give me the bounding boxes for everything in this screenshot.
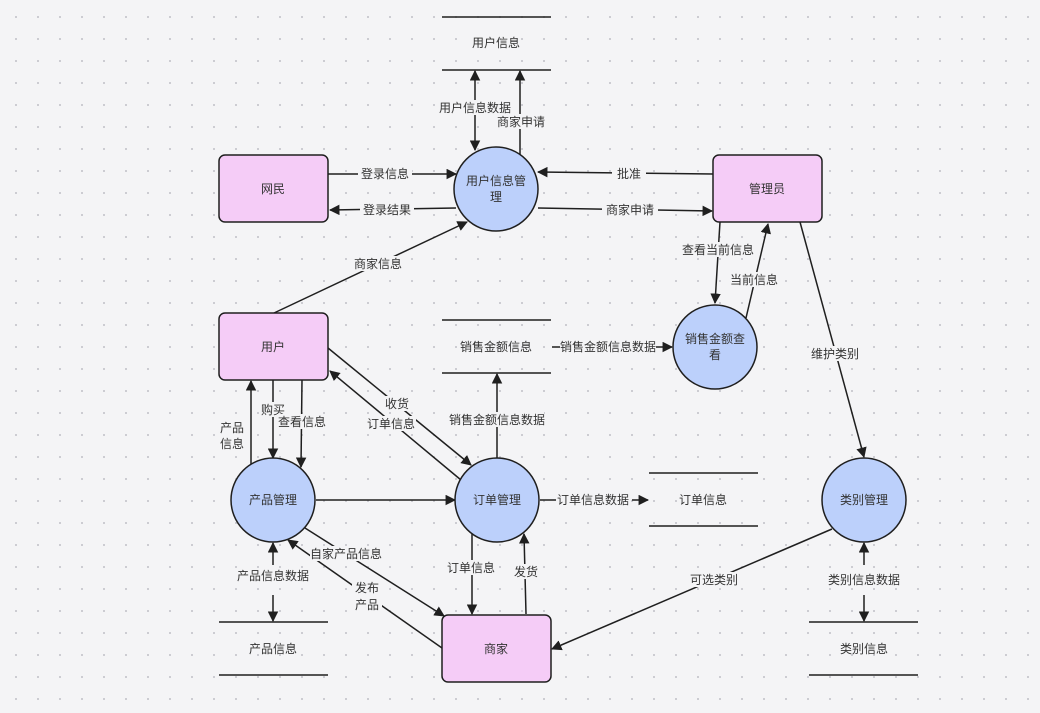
store-product-info-label: 产品信息 bbox=[249, 641, 297, 656]
entity-admin[interactable]: 管理员 bbox=[712, 154, 823, 223]
store-sales-info-label: 销售金额信息 bbox=[460, 339, 532, 354]
label-ship: 发货 bbox=[514, 564, 538, 579]
label-order-info-data: 订单信息数据 bbox=[557, 492, 629, 507]
edge-current-info bbox=[745, 222, 771, 319]
entity-user[interactable]: 用户 bbox=[218, 312, 329, 381]
process-user-info-mgmt[interactable]: 用户信息管 理 bbox=[453, 146, 539, 232]
label-product-info-line1: 产品 bbox=[220, 421, 244, 435]
label-login-result: 登录结果 bbox=[363, 202, 411, 217]
label-view-info: 查看信息 bbox=[278, 414, 326, 429]
entity-netizen-label: 网民 bbox=[261, 182, 285, 196]
label-approve: 批准 bbox=[617, 166, 641, 181]
label-view-current-info: 查看当前信息 bbox=[682, 242, 754, 257]
label-order-info-user: 订单信息 bbox=[367, 416, 415, 431]
label-user-info-data: 用户信息数据 bbox=[439, 100, 511, 115]
store-order-info-label: 订单信息 bbox=[679, 492, 727, 507]
label-receive: 收货 bbox=[385, 396, 409, 411]
process-sales-view[interactable]: 销售金额查 看 bbox=[672, 304, 758, 390]
label-current-info: 当前信息 bbox=[730, 272, 778, 287]
label-order-info-merchant: 订单信息 bbox=[447, 560, 495, 575]
label-publish-line2: 产品 bbox=[355, 598, 379, 612]
process-sales-view-label-1: 销售金额查 bbox=[685, 331, 745, 346]
edge-view-current-info bbox=[710, 221, 721, 305]
entity-merchant[interactable]: 商家 bbox=[441, 614, 552, 683]
label-sales-info-data-up: 销售金额信息数据 bbox=[449, 412, 545, 427]
process-product-mgmt-label: 产品管理 bbox=[249, 492, 297, 507]
process-user-info-mgmt-label-2: 理 bbox=[490, 190, 502, 204]
label-merchant-apply-up: 商家申请 bbox=[497, 114, 545, 129]
store-category-info[interactable]: 类别信息 bbox=[809, 621, 918, 676]
label-merchant-info: 商家信息 bbox=[354, 256, 402, 271]
label-login-info: 登录信息 bbox=[361, 166, 409, 181]
label-publish-line1: 发布 bbox=[355, 580, 379, 595]
label-buy: 购买 bbox=[261, 402, 285, 417]
store-category-info-label: 类别信息 bbox=[840, 641, 888, 656]
edge-maintain-category bbox=[799, 221, 867, 459]
entity-merchant-label: 商家 bbox=[484, 641, 508, 656]
edge-labels: 用户信息数据 商家申请 登录信息 登录结果 批准 商家申请 商家信息 查看当前信… bbox=[218, 100, 902, 612]
process-category-mgmt[interactable]: 类别管理 bbox=[821, 457, 907, 543]
store-product-info[interactable]: 产品信息 bbox=[219, 621, 328, 676]
label-merchant-apply: 商家申请 bbox=[606, 202, 654, 217]
label-maintain-category: 维护类别 bbox=[811, 347, 859, 361]
process-order-mgmt-label: 订单管理 bbox=[473, 492, 521, 507]
edge-optional-category bbox=[551, 528, 833, 651]
label-sales-info-data-right: 销售金额信息数据 bbox=[560, 339, 656, 354]
store-sales-info[interactable]: 销售金额信息 bbox=[442, 319, 551, 374]
label-optional-category: 可选类别 bbox=[690, 573, 738, 587]
label-category-info-data: 类别信息数据 bbox=[828, 572, 900, 587]
process-order-mgmt[interactable]: 订单管理 bbox=[454, 457, 540, 543]
store-user-info-label: 用户信息 bbox=[472, 35, 520, 50]
process-sales-view-label-2: 看 bbox=[709, 348, 721, 362]
entity-user-label: 用户 bbox=[261, 339, 285, 354]
process-product-mgmt[interactable]: 产品管理 bbox=[230, 457, 316, 543]
store-user-info[interactable]: 用户信息 bbox=[442, 16, 551, 71]
entity-netizen[interactable]: 网民 bbox=[218, 154, 329, 223]
label-product-info-line2: 信息 bbox=[220, 436, 244, 451]
label-product-info-data: 产品信息数据 bbox=[237, 568, 309, 583]
label-own-product-info: 自家产品信息 bbox=[310, 546, 382, 561]
store-order-info[interactable]: 订单信息 bbox=[649, 472, 758, 527]
process-category-mgmt-label: 类别管理 bbox=[840, 492, 888, 507]
entity-admin-label: 管理员 bbox=[749, 181, 785, 196]
edge-own-product-info bbox=[304, 527, 445, 617]
process-user-info-mgmt-label-1: 用户信息管 bbox=[466, 173, 526, 188]
